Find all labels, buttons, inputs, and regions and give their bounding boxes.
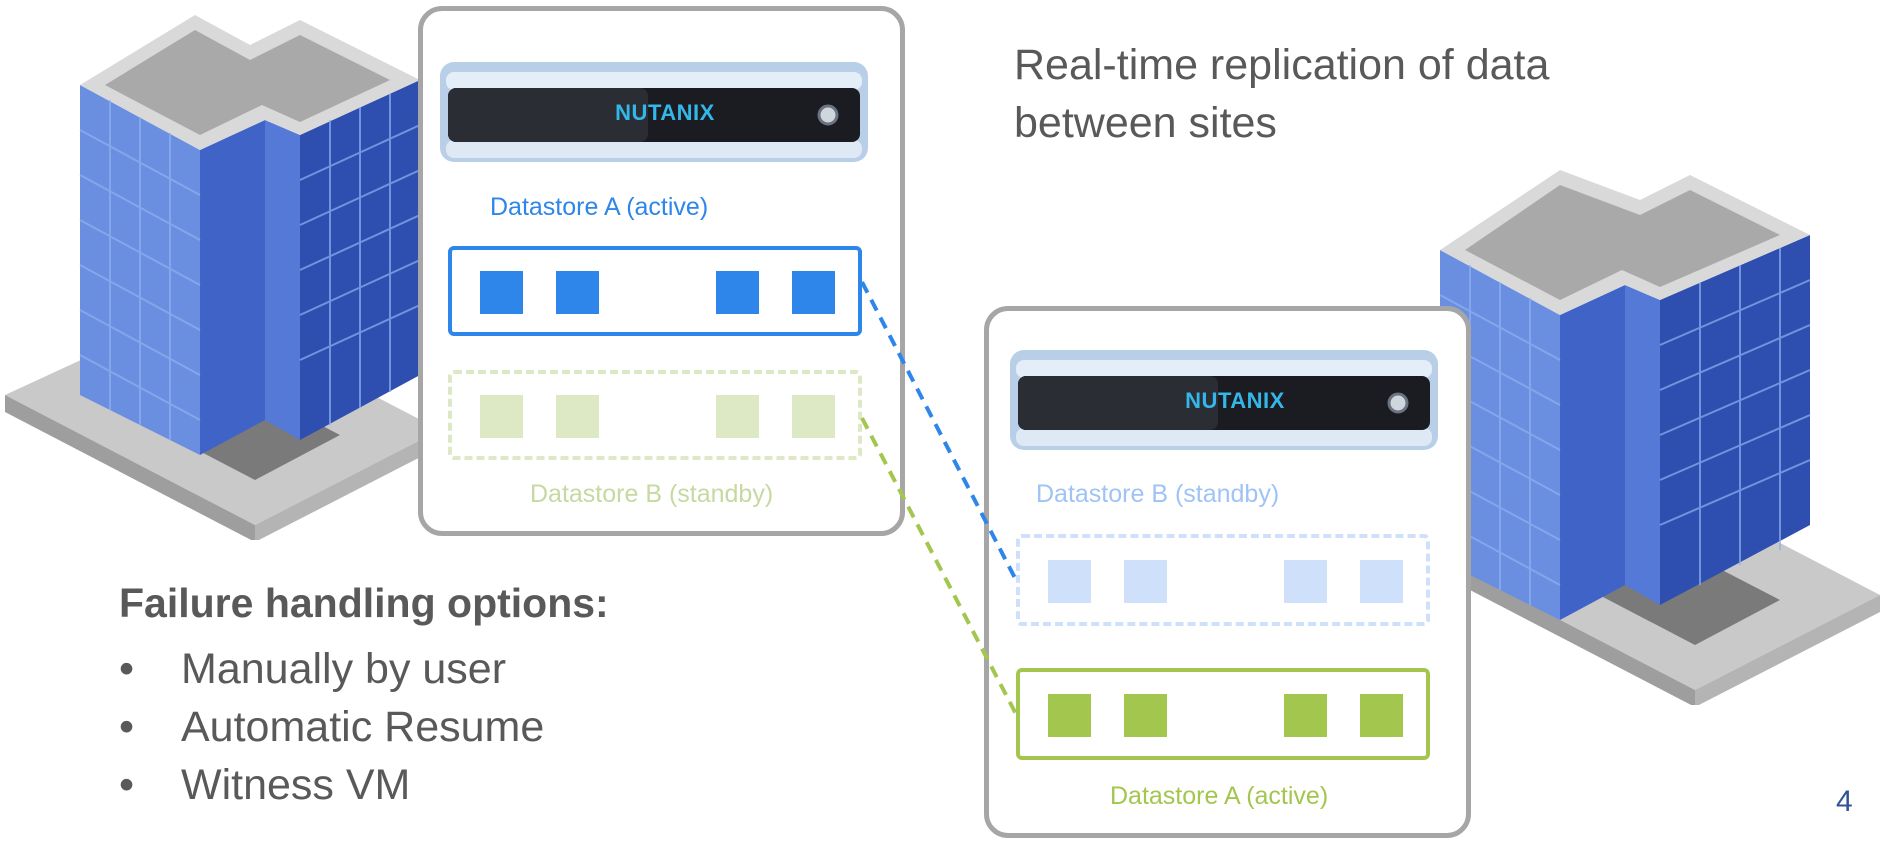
data-block (716, 395, 759, 438)
data-block (1360, 560, 1403, 603)
data-block (1284, 694, 1327, 737)
office-building-right-icon (1440, 170, 1880, 705)
server-right: NUTANIX (1010, 346, 1438, 456)
data-block (1360, 694, 1403, 737)
option-text: Automatic Resume (181, 703, 545, 751)
left-datastore-b-label: Datastore B (standby) (530, 480, 774, 508)
failure-handling-title: Failure handling options: (119, 580, 609, 626)
server-left: NUTANIX (440, 58, 868, 168)
data-block (556, 395, 599, 438)
data-block (716, 271, 759, 314)
server-brand-left: NUTANIX (615, 100, 715, 125)
page-number: 4 (1836, 785, 1853, 818)
data-block (792, 395, 835, 438)
data-block (1284, 560, 1327, 603)
option-text: Manually by user (181, 645, 507, 693)
right-datastore-a-label: Datastore A (active) (1110, 782, 1329, 810)
left-datastore-a-label: Datastore A (active) (490, 193, 709, 221)
right-datastore-b-label: Datastore B (standby) (1036, 480, 1280, 508)
option-text: Witness VM (181, 761, 411, 809)
data-block (1048, 694, 1091, 737)
replication-headline: Real-time replication of data between si… (1014, 41, 1550, 147)
left-datastore-a-box (448, 246, 862, 336)
right-datastore-b-box (1016, 534, 1430, 626)
nutanix-server-icon (440, 62, 868, 162)
bullet: • (119, 703, 135, 751)
nutanix-server-icon (1010, 350, 1438, 450)
data-block (1124, 694, 1167, 737)
server-brand-right: NUTANIX (1185, 388, 1285, 413)
data-block (480, 395, 523, 438)
data-block (1048, 560, 1091, 603)
data-block (480, 271, 523, 314)
bullet: • (119, 645, 135, 693)
replication-link-blue (860, 281, 1018, 581)
right-datastore-a-box (1016, 668, 1430, 760)
replication-link-green (860, 417, 1018, 715)
data-block (1124, 560, 1167, 603)
left-datastore-b-box (448, 370, 862, 460)
office-building-left-icon (5, 15, 440, 540)
bullet: • (119, 761, 135, 809)
data-block (556, 271, 599, 314)
data-block (792, 271, 835, 314)
